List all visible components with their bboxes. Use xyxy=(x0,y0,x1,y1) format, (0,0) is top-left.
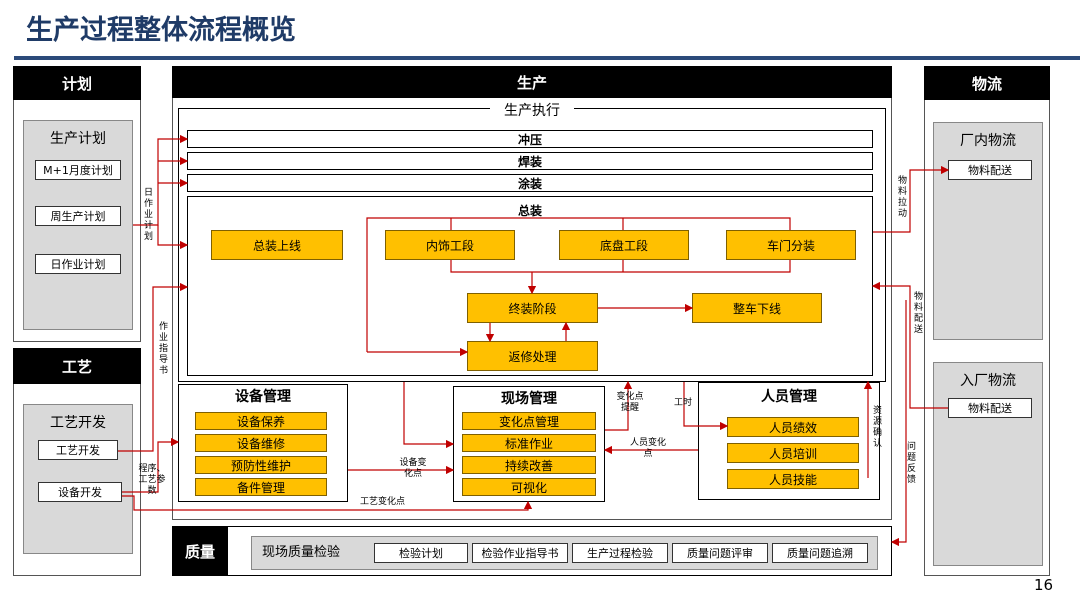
person-training[interactable]: 人员培训 xyxy=(727,443,859,463)
process-dev-group xyxy=(23,404,133,554)
production-header: 生产 xyxy=(172,66,892,98)
line-stamping[interactable]: 冲压 xyxy=(187,130,873,148)
fa-offline[interactable]: 整车下线 xyxy=(692,293,822,323)
site-mgmt-title: 现场管理 xyxy=(501,391,557,407)
quality-item-instruction[interactable]: 检验作业指导书 xyxy=(472,543,568,563)
line-painting[interactable]: 涂装 xyxy=(187,174,873,192)
execution-title: 生产执行 xyxy=(490,100,574,120)
plan-item-daily[interactable]: 日作业计划 xyxy=(35,254,121,274)
label-issue-feedback: 问题反馈 xyxy=(906,442,916,485)
site-standard-work[interactable]: 标准作业 xyxy=(462,434,596,452)
fa-interior[interactable]: 内饰工段 xyxy=(385,230,515,260)
quality-item-plan[interactable]: 检验计划 xyxy=(374,543,468,563)
site-change-point[interactable]: 变化点管理 xyxy=(462,412,596,430)
fa-online[interactable]: 总装上线 xyxy=(211,230,343,260)
label-personnel-change: 人员变化点 xyxy=(629,438,666,459)
equip-preventive[interactable]: 预防性维护 xyxy=(195,456,327,474)
inbound-material-delivery[interactable]: 物料配送 xyxy=(948,398,1032,418)
quality-header: 质量 xyxy=(172,526,228,576)
equip-maintenance[interactable]: 设备保养 xyxy=(195,412,327,430)
fa-final-stage[interactable]: 终装阶段 xyxy=(467,293,598,323)
internal-logistics-title: 厂内物流 xyxy=(960,133,1016,149)
quality-field-check: 现场质量检验 xyxy=(262,545,341,560)
process-dev-title: 工艺开发 xyxy=(50,415,106,431)
fa-chassis[interactable]: 底盘工段 xyxy=(559,230,689,260)
equip-spares[interactable]: 备件管理 xyxy=(195,478,327,496)
page-title: 生产过程整体流程概览 xyxy=(26,15,296,46)
quality-item-review[interactable]: 质量问题评审 xyxy=(672,543,768,563)
person-performance[interactable]: 人员绩效 xyxy=(727,417,859,437)
title-divider xyxy=(14,56,1080,60)
equip-repair[interactable]: 设备维修 xyxy=(195,434,327,452)
plan-item-monthly[interactable]: M+1月度计划 xyxy=(35,160,121,180)
quality-item-trace[interactable]: 质量问题追溯 xyxy=(772,543,868,563)
page-number: 16 xyxy=(1034,576,1054,594)
label-process-change: 工艺变化点 xyxy=(360,497,406,507)
equipment-mgmt-title: 设备管理 xyxy=(235,389,291,405)
process-item-equipment-dev[interactable]: 设备开发 xyxy=(38,482,122,502)
quality-item-process-check[interactable]: 生产过程检验 xyxy=(572,543,668,563)
person-skills[interactable]: 人员技能 xyxy=(727,469,859,489)
line-welding[interactable]: 焊装 xyxy=(187,152,873,170)
personnel-mgmt-title: 人员管理 xyxy=(761,389,817,405)
label-resource-confirm: 资源确认 xyxy=(872,406,882,449)
label-change-reminder: 变化点提醒 xyxy=(616,392,644,413)
logistics-header: 物流 xyxy=(924,66,1050,100)
label-daily-plan: 日作业计划 xyxy=(143,188,153,242)
fa-door[interactable]: 车门分装 xyxy=(726,230,856,260)
label-program-params: 程序、工艺参数 xyxy=(138,464,166,496)
site-kaizen[interactable]: 持续改善 xyxy=(462,456,596,474)
internal-logistics-group xyxy=(933,122,1043,340)
inbound-logistics-title: 入厂物流 xyxy=(960,373,1016,389)
process-item-process-dev[interactable]: 工艺开发 xyxy=(38,440,118,460)
inbound-logistics-group xyxy=(933,362,1043,566)
label-work-hours: 工时 xyxy=(674,398,693,408)
label-equipment-change: 设备变化点 xyxy=(399,458,427,479)
fa-rework[interactable]: 返修处理 xyxy=(467,341,598,371)
final-assembly-title: 总装 xyxy=(517,204,542,218)
process-header: 工艺 xyxy=(13,348,141,384)
label-material-pull: 物料拉动 xyxy=(897,176,907,219)
production-plan-title: 生产计划 xyxy=(50,131,106,147)
label-material-delivery: 物料配送 xyxy=(913,292,923,335)
label-work-instruction: 作业指导书 xyxy=(158,322,168,376)
site-visual[interactable]: 可视化 xyxy=(462,478,596,496)
plan-item-weekly[interactable]: 周生产计划 xyxy=(35,206,121,226)
plan-header: 计划 xyxy=(13,66,141,100)
